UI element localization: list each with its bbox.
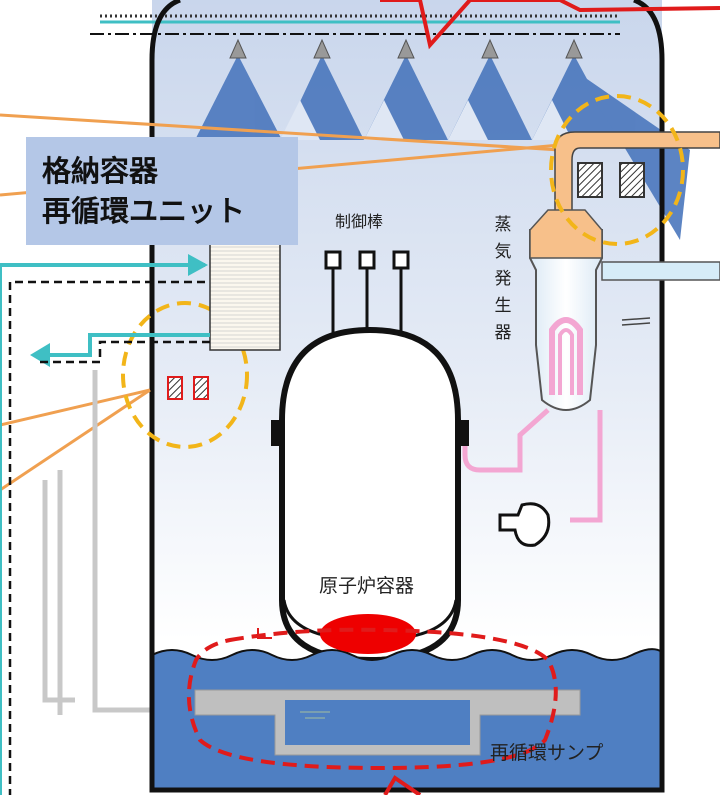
reactor-vessel-label: 原子炉容器 <box>319 575 415 597</box>
molten-core <box>320 614 416 654</box>
cyan-pipes <box>0 263 210 795</box>
spray-nozzles <box>229 38 583 59</box>
reactor-vessel <box>279 326 461 664</box>
arrow-in <box>188 254 208 276</box>
red-dashed-region <box>186 627 558 771</box>
spray-inner-white <box>280 100 572 140</box>
recirc-unit-fins <box>209 231 281 351</box>
highlight-circle-unit <box>549 94 685 246</box>
callout-line1: 格納容器 <box>42 154 159 188</box>
sg-u-tubes <box>549 317 583 395</box>
arrow-out <box>30 343 50 367</box>
control-rod-label: 制御棒 <box>335 212 384 231</box>
rupture-zigzag-bottom <box>383 775 422 795</box>
sg-head <box>529 209 603 259</box>
callout-recirc-unit: 格納容器 再循環ユニット <box>26 137 298 245</box>
steam-generator-label: 蒸 気 発 生 器 <box>494 215 512 343</box>
sg-steam-line <box>601 261 720 281</box>
callout-line2: 再循環ユニット <box>42 194 246 228</box>
highlight-circle-left <box>121 301 249 449</box>
coolant-loop <box>462 408 603 523</box>
rupture-zigzag-top <box>380 0 720 50</box>
recirc-sump-label: 再循環サンプ <box>490 742 604 764</box>
coolant-pump <box>498 502 551 547</box>
containment-wall <box>149 0 665 650</box>
